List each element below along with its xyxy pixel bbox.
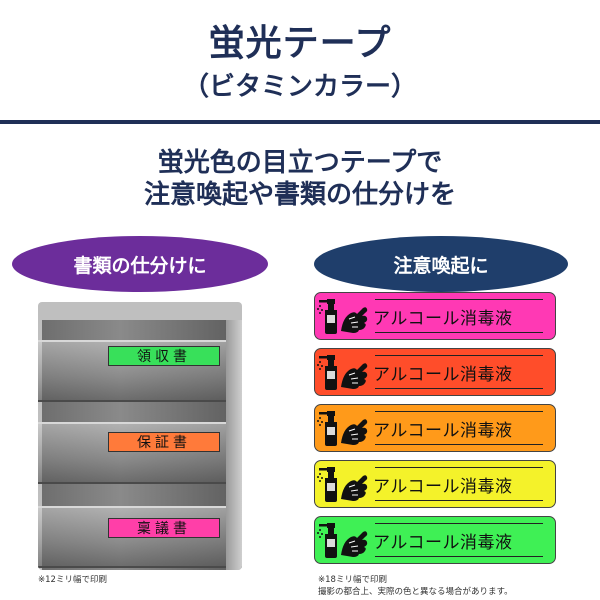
tape-rule-top (375, 467, 543, 468)
tape-text: アルコール消毒液 (373, 364, 513, 385)
tape-rule-bottom (375, 332, 543, 333)
lead-text-line2: 注意喚起や書類の仕分けを (143, 180, 456, 210)
tape-rule-bottom (375, 444, 543, 445)
tape-rule-top (375, 299, 543, 300)
tape-rule-top (375, 411, 543, 412)
tray-label-warranty: 保証書 (108, 432, 220, 452)
caution-badge: 注意喚起に (314, 236, 568, 292)
tape-sample: アルコール消毒液 (314, 460, 556, 508)
page-subtitle: （ビタミンカラー） (182, 72, 417, 102)
lead-text-line1: 蛍光色の目立つテープで (157, 148, 443, 178)
tape-rule-bottom (375, 500, 543, 501)
right-note-line2: 撮影の都合上、実際の色と異なる場合があります。 (318, 587, 513, 597)
tray-label-approval: 稟議書 (108, 518, 220, 538)
tape-sample: アルコール消毒液 (314, 404, 556, 452)
title-divider (0, 120, 600, 124)
sanitizer-hands-icon (315, 517, 369, 563)
right-note-line1: ※18ミリ幅で印刷 (318, 575, 387, 585)
right-note: ※18ミリ幅で印刷 撮影の都合上、実際の色と異なる場合があります。 (318, 574, 513, 598)
page-title: 蛍光テープ (208, 23, 392, 64)
sorting-badge: 書類の仕分けに (12, 236, 268, 292)
tape-rule-bottom (375, 556, 543, 557)
sanitizer-hands-icon (315, 349, 369, 395)
tape-text: アルコール消毒液 (373, 308, 513, 329)
tape-sample: アルコール消毒液 (314, 292, 556, 340)
tape-sample: アルコール消毒液 (314, 516, 556, 564)
sanitizer-hands-icon (315, 405, 369, 451)
left-note: ※12ミリ幅で印刷 (38, 575, 107, 585)
sanitizer-hands-icon (315, 293, 369, 339)
tape-rule-bottom (375, 388, 543, 389)
tray-side (226, 320, 242, 570)
sanitizer-hands-icon (315, 461, 369, 507)
tape-rule-top (375, 523, 543, 524)
tape-text: アルコール消毒液 (373, 476, 513, 497)
tray-label-receipt: 領収書 (108, 346, 220, 366)
tape-rule-top (375, 355, 543, 356)
tape-sample: アルコール消毒液 (314, 348, 556, 396)
tape-text: アルコール消毒液 (373, 532, 513, 553)
tape-text: アルコール消毒液 (373, 420, 513, 441)
